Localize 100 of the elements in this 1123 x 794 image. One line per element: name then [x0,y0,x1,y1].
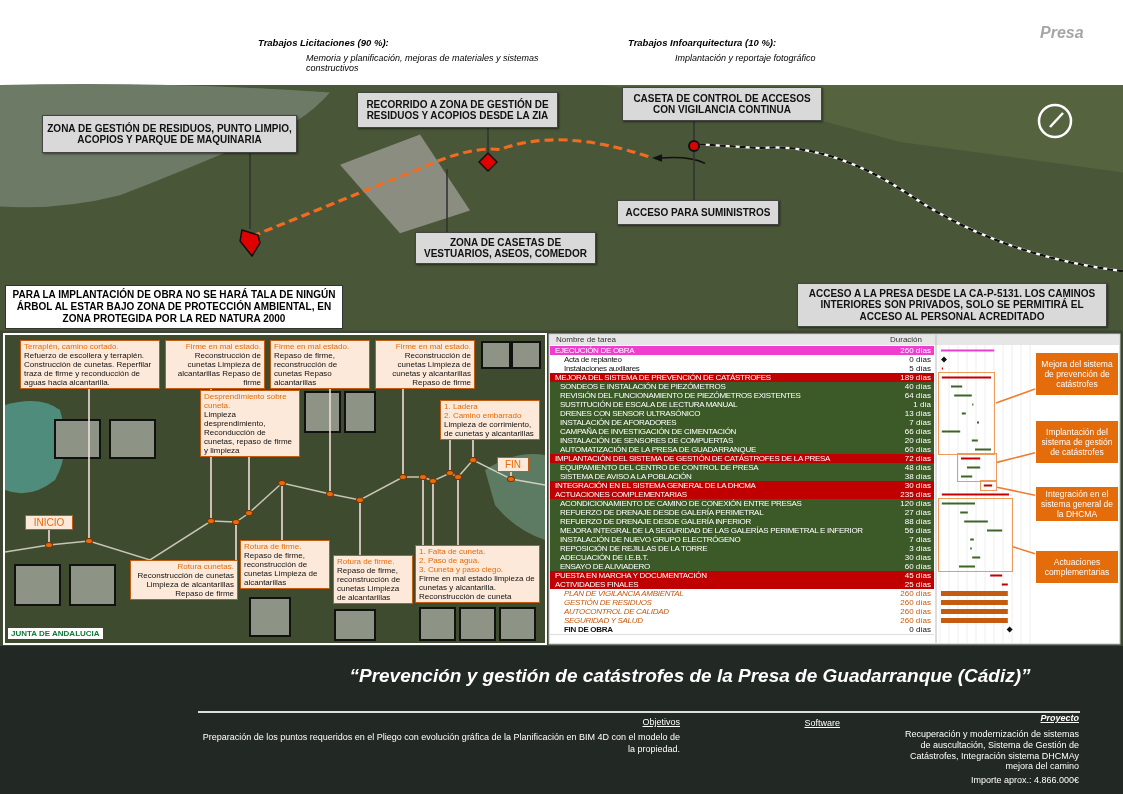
note-box [5,285,343,329]
task-name: CAMPAÑA DE INVESTIGACIÓN DE CIMENTACIÓN [560,427,737,436]
task-duration: 25 días [904,580,931,589]
task-duration: 260 días [900,607,931,616]
task-duration: 5 días [909,364,931,373]
task-name: ACTUACIONES COMPLEMENTARIAS [555,490,687,499]
description-text: Importe aprox.: 4.866.000€ [969,775,1079,786]
leader-line [472,439,474,458]
callout-text: Mejora del sistema de prevención de catástrofes [1040,358,1114,390]
note-heading: Rotura cunetas. [176,562,234,571]
leader-line [48,529,50,543]
callout-card [333,555,413,604]
callout-box [622,87,822,121]
route-marker [232,519,240,525]
task-name: IMPLANTACIÓN DEL SISTEMA DE GESTIÓN DE CATÁSTROFES DE LA PRESA [555,454,831,463]
callout-box [357,92,558,128]
note-heading: Rotura de firme. [244,542,303,551]
task-name: EQUIPAMIENTO DEL CENTRO DE CONTROL DE PRESA [560,463,759,472]
task-name: REFUERZO DE DRENAJE DESDE GALERÍA PERIMETRAL [560,508,764,517]
callout-card [240,540,330,589]
route-marker [356,497,364,503]
callout-text: ACCESO A LA PRESA DESDE LA CA-P-5131. LOS CAMINOS INTERIORES SON PRIVADOS, SOLO SE PERMITIRÁ EL ACCESO AL PERSONAL ACREDITADO [807,287,1097,323]
task-duration: 45 días [904,571,931,580]
task-duration: 260 días [900,598,931,607]
task-name: REVISIÓN DEL FUNCIONAMIENTO DE PIEZÓMETROS EXISTENTES [560,391,801,400]
task-name: Acta de replanteo [564,355,622,364]
task-name: SEGURIDAD Y SALUD [564,616,643,625]
list-item: 2. Paso de agua. [419,556,481,565]
task-name: EJECUCIÓN DE OBRA [555,346,635,355]
task-name: INSTALACIÓN DE AFORADORES [560,418,677,427]
leader-line [281,485,283,541]
task-name: INSTALACIÓN DE SENSORES DE COMPUERTAS [560,436,733,445]
note-text: Reconstrucción de cunetas Limpieza de alcantarillas Repaso de firme [176,351,261,387]
task-name: SISTEMA DE AVISO A LA POBLACIÓN [560,472,692,481]
column-header: Nombre de tarea [556,335,618,345]
route-marker [429,478,437,484]
task-name: INSTALACIÓN DE NUEVO GRUPO ELECTRÓGENO [560,535,741,544]
callout-card [200,390,300,457]
list-item: 1. Falta de cuneta. [419,547,487,556]
heading-text: Trabajos Infoarquitectura (10 %): [628,37,778,48]
callout-card [415,545,540,603]
note-text: Repaso de firme, reconstrucción de cunetas Limpieza de alcantarillas [244,551,319,587]
task-name: FIN DE OBRA [564,625,613,634]
route-marker [446,470,454,476]
callout-card [375,340,475,389]
callout-text: ACCESO PARA SUMINISTROS [625,206,771,219]
heading-text: Trabajos Licitaciones (90 %): [258,37,390,48]
task-duration: 48 días [904,463,931,472]
callout-text: Integración en el sistema general de la DHCMA [1040,488,1114,520]
note-heading: Rotura de firme. [337,557,396,566]
task-name: MEJORA DEL SISTEMA DE PREVENCIÓN DE CATÁSTROFES [555,373,771,382]
note-text: Limpieza de corrimiento, de cunetas y alcantarillas [444,420,535,438]
leader-line [457,479,459,546]
task-name: AUTOMATIZACIÓN DE LA PRESA DE GUADARRANQUE [560,445,757,454]
route-marker [399,474,407,480]
leader-line [248,456,250,511]
task-duration: 260 días [900,589,931,598]
leader-line [449,439,451,471]
callout-box [617,200,779,225]
note-heading: Firme en mal estado. [394,342,471,351]
note-text: Limpieza desprendimiento, Reconducción de cunetas, repaso de firme y limpieza [204,410,294,455]
task-name: REFUERZO DE DRENAJE DESDE GALERÍA INFERIOR [560,517,751,526]
route-marker [278,480,286,486]
route-marker [207,518,215,524]
leader-line [402,388,404,475]
callout-text: RECORRIDO A ZONA DE GESTIÓN DE RESIDUOS Y ACOPIOS DESDE LA ZIA [365,98,550,122]
callout-text: Implantación del sistema de gestión de catástrofes [1040,426,1114,458]
description-text: Implantación y reportaje fotográfico [675,53,817,63]
note-text: Reconstrucción de cunetas Limpieza de alcantarillas Repaso de firme [136,571,234,598]
task-duration: 72 días [904,454,931,463]
callout-card [165,340,265,389]
route-marker [326,491,334,497]
route-marker [454,474,462,480]
task-duration: 0 días [909,355,931,364]
location-pin [238,229,262,257]
task-duration: 38 días [904,472,931,481]
task-name: PUESTA EN MARCHA Y DOCUMENTACIÓN [555,571,707,580]
route-marker [469,457,477,463]
note-text: Repaso de firme, reconstrucción de cunetas Repaso alcantarillas [274,351,339,387]
route-marker [45,542,53,548]
task-name: SONDEOS E INSTALACIÓN DE PIEZÓMETROS [560,382,726,391]
task-duration: 30 días [904,481,931,490]
callout-text: CASETA DE CONTROL DE ACCESOS CON VIGILANCIA CONTINUA [632,92,812,116]
location-marker [478,152,498,172]
section-heading: Objetivos [641,717,680,729]
callout-box [1035,352,1119,396]
callout-box [797,283,1107,327]
callout-text: PARA LA IMPLANTACIÓN DE OBRA NO SE HARÁ TALA DE NINGÚN ÁRBOL AL ESTAR BAJO ZONA DE PROTECCIÓN AMBIENTAL, EN ZONA PROTEGIDA POR LA RED NATURA 2000 [12,289,336,325]
leader-line [510,471,512,477]
leader-line [995,388,1036,404]
organization-name: JUNTA DE ANDALUCIA [8,628,103,639]
task-duration: 235 días [900,490,931,499]
description-text: Recuperación y modernización de sistemas de auscultación, Sistema de Gestión de Catástrofes, Integración sistema DHCMAy mejora del camino [903,729,1079,773]
leader-line [432,483,434,546]
callout-box [42,115,297,153]
route-end-label: FIN [503,458,523,471]
task-duration: 260 días [900,346,931,355]
note-heading: Desprendimiento sobre cuneta. [204,392,288,410]
route-marker [245,510,253,516]
callout-text: ZONA DE CASETAS DE VESTUARIOS, ASEOS, COMEDOR [423,236,588,260]
